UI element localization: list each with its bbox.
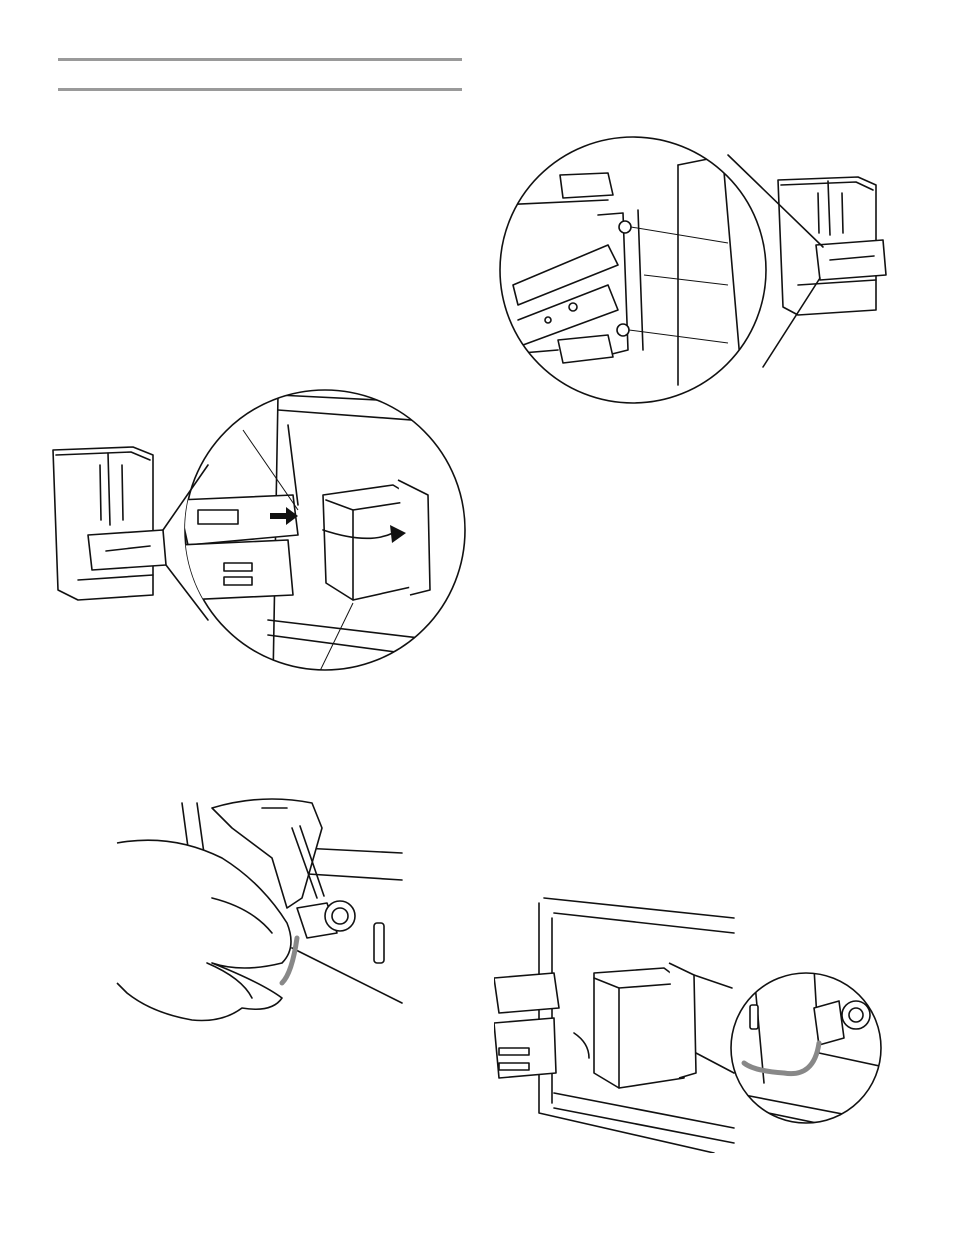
figure-control-box-wiring — [494, 893, 889, 1153]
drawer-screws-illustration — [498, 135, 890, 410]
refrigerator-icon — [778, 177, 886, 315]
hand-disconnect-illustration — [112, 788, 412, 1038]
figure-drawer-screws — [498, 135, 890, 410]
figure-hand-disconnect — [112, 788, 412, 1038]
figure-control-box-removal — [48, 385, 468, 680]
control-box-illustration — [48, 385, 468, 680]
section-rule-bottom — [58, 88, 462, 91]
section-rule-top — [58, 58, 462, 61]
hand-icon — [117, 799, 355, 1021]
control-box-wiring-illustration — [494, 893, 889, 1153]
refrigerator-icon — [53, 447, 166, 600]
